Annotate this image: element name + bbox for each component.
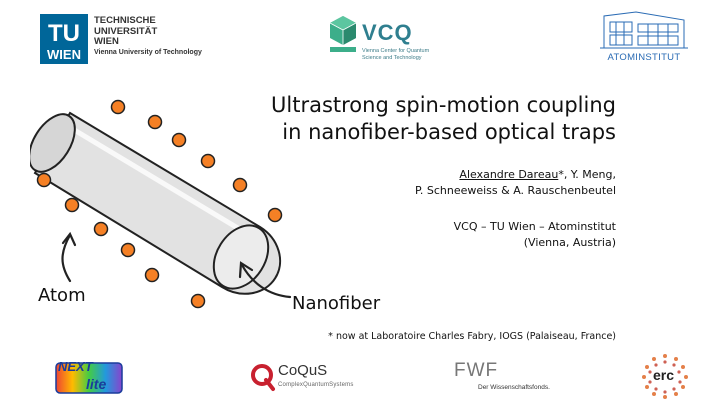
- tu-line-3: WIEN: [94, 36, 119, 48]
- tu-wien-wordmark: TECHNISCHE UNIVERSITÄT WIEN Vienna Unive…: [94, 15, 202, 58]
- atom-dots: [36, 99, 283, 309]
- nanofiber-arrow: [238, 261, 292, 299]
- vcq-sub-line-1: Vienna Center for Quantum: [362, 48, 430, 54]
- vcq-sub-line-2: Science and Technology: [362, 54, 422, 61]
- coqus-logo: CoQuS ComplexQuantumSystems: [250, 360, 370, 396]
- atom-dot: [93, 221, 109, 237]
- erc-wordmark: erc: [653, 367, 675, 383]
- fwf-wordmark: FWF: [454, 360, 499, 381]
- atom-label: Atom: [38, 285, 86, 306]
- tu-subline: Vienna University of Technology: [94, 48, 202, 56]
- atom-arrow: [61, 231, 77, 283]
- coqus-q-icon: [251, 364, 275, 391]
- affiliation-line-2: (Vienna, Austria): [523, 235, 616, 249]
- vcq-logo: VCQ Vienna Center for Quantum Science an…: [328, 10, 438, 70]
- author-line-1-rest: *, Y. Meng,: [558, 168, 616, 181]
- footnote: * now at Laboratoire Charles Fabry, IOGS…: [328, 331, 616, 342]
- author-list: Alexandre Dareau*, Y. Meng, P. Schneewei…: [415, 167, 616, 198]
- atom-dot: [64, 197, 80, 213]
- next-lite-logo: NEXT lite: [55, 359, 123, 394]
- fwf-subtitle: Der Wissenschaftsfonds.: [478, 384, 550, 391]
- erc-starburst-icon: [642, 354, 688, 399]
- author-line-2: P. Schneeweiss & A. Rauschenbeutel: [414, 183, 616, 197]
- vcq-subtitle: Vienna Center for Quantum Science and Te…: [362, 48, 442, 61]
- atom-dot: [190, 293, 206, 309]
- atom-dot: [144, 267, 160, 283]
- atom-dot: [171, 132, 187, 148]
- erc-logo: erc: [640, 352, 690, 400]
- tu-mark-bottom-text: WIEN: [47, 47, 81, 62]
- nanofiber-cylinder: [30, 111, 282, 295]
- atom-dot: [232, 177, 248, 193]
- next-word: NEXT: [58, 359, 94, 374]
- atom-dot: [120, 242, 136, 258]
- tu-wien-mark-icon: TU WIEN: [40, 14, 88, 64]
- tu-line-1: TECHNISCHE: [94, 15, 156, 26]
- atom-dot: [36, 172, 52, 188]
- presenter-name: Alexandre Dareau: [459, 168, 559, 181]
- atominstitut-wordmark: ATOMINSTITUT: [607, 52, 681, 63]
- nanofiber-label: Nanofiber: [292, 293, 381, 314]
- tu-mark-top-text: TU: [48, 20, 80, 47]
- tu-wien-logo: TU WIEN TECHNISCHE UNIVERSITÄT WIEN Vien…: [40, 14, 212, 64]
- affiliation: VCQ – TU Wien – Atominstitut (Vienna, Au…: [454, 219, 616, 250]
- nanofiber-illustration: Atom Nanofiber: [30, 99, 381, 314]
- atom-dot: [267, 207, 283, 223]
- atom-dot: [110, 99, 126, 115]
- affiliation-line-1: VCQ – TU Wien – Atominstitut: [453, 220, 616, 233]
- tu-line-2: UNIVERSITÄT: [94, 25, 158, 37]
- atominstitut-building-icon: [600, 11, 688, 49]
- coqus-subtitle: ComplexQuantumSystems: [278, 382, 354, 388]
- title-line-1: Ultrastrong spin-motion coupling: [271, 93, 616, 117]
- lite-word: lite: [86, 376, 106, 392]
- atom-dot: [200, 153, 216, 169]
- vcq-cube-icon: [329, 16, 357, 52]
- vcq-wordmark: VCQ: [362, 20, 413, 45]
- atom-dot: [147, 114, 163, 130]
- slide-title: Ultrastrong spin-motion coupling in nano…: [271, 92, 616, 146]
- title-line-2: in nanofiber-based optical traps: [282, 120, 616, 144]
- author-line-1: Alexandre Dareau*, Y. Meng,: [415, 167, 616, 183]
- coqus-wordmark: CoQuS: [278, 362, 328, 379]
- atominstitut-logo: ATOMINSTITUT: [596, 10, 692, 66]
- fwf-logo: FWF Der Wissenschaftsfonds.: [452, 360, 562, 396]
